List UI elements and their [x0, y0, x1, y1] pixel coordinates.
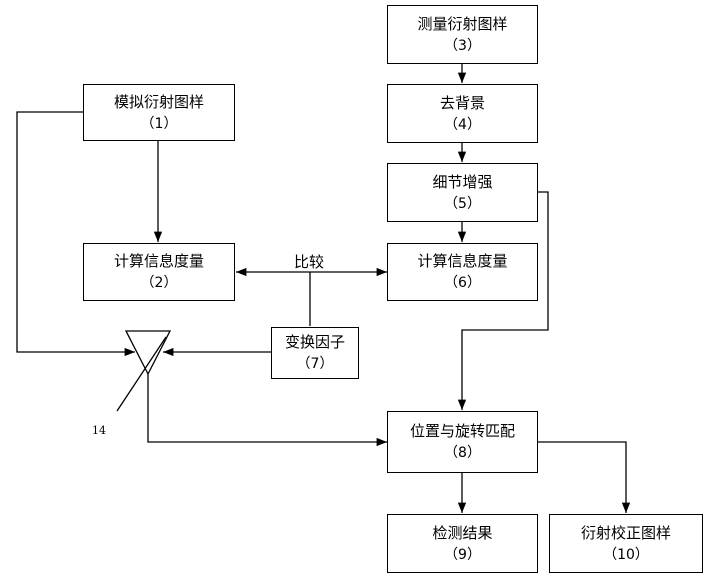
arrow-1-to-14 [16, 111, 135, 357]
box-9-label: 检测结果 [432, 523, 493, 542]
box-remove-background: 去背景 （4） [387, 84, 538, 143]
box-3-number: （3） [444, 37, 481, 54]
box-detail-enhancement: 细节增强 （5） [387, 163, 538, 222]
ref-14-label: 14 [92, 424, 106, 437]
box-10-label: 衍射校正图样 [580, 523, 671, 542]
box-6-label: 计算信息度量 [417, 252, 508, 270]
box-detection-result: 检测结果 （9） [387, 514, 538, 573]
box-1-label: 模拟衍射图样 [113, 92, 204, 111]
box-4-number: （4） [444, 116, 481, 133]
box-transform-factor: 变换因子 （7） [271, 327, 359, 379]
box-7-number: （7） [296, 356, 334, 372]
arrow-8-to-10 [538, 441, 631, 513]
box-compute-info-measure-2: 计算信息度量 （2） [83, 243, 235, 301]
box-6-number: （6） [444, 275, 481, 291]
box-4-label: 去背景 [439, 93, 485, 112]
box-7-label: 变换因子 [284, 333, 345, 351]
box-1-number: （1） [140, 115, 178, 132]
box-9-number: （9） [444, 546, 481, 563]
box-2-label: 计算信息度量 [113, 252, 204, 270]
arrow-14-to-8 [147, 374, 387, 447]
box-compute-info-measure-6: 计算信息度量 （6） [387, 243, 538, 301]
arrow-5-to-8 [457, 191, 549, 410]
box-5-number: （5） [444, 195, 481, 212]
triangle-14-diagonal [116, 336, 167, 412]
box-position-rotation-match: 位置与旋转匹配 （8） [387, 411, 538, 473]
box-measured-diffraction-pattern: 测量衍射图样 （3） [387, 5, 538, 64]
box-10-number: （10） [603, 546, 649, 563]
triangle-14-symbol [124, 330, 172, 376]
box-3-label: 测量衍射图样 [417, 14, 508, 33]
compare-label: 比较 [294, 253, 325, 271]
box-8-label: 位置与旋转匹配 [409, 422, 515, 440]
box-simulated-diffraction-pattern: 模拟衍射图样 （1） [83, 84, 235, 141]
box-5-label: 细节增强 [432, 172, 493, 191]
box-8-number: （8） [444, 445, 481, 461]
box-2-number: （2） [140, 275, 178, 291]
box-diffraction-corrected-pattern: 衍射校正图样 （10） [549, 514, 703, 573]
